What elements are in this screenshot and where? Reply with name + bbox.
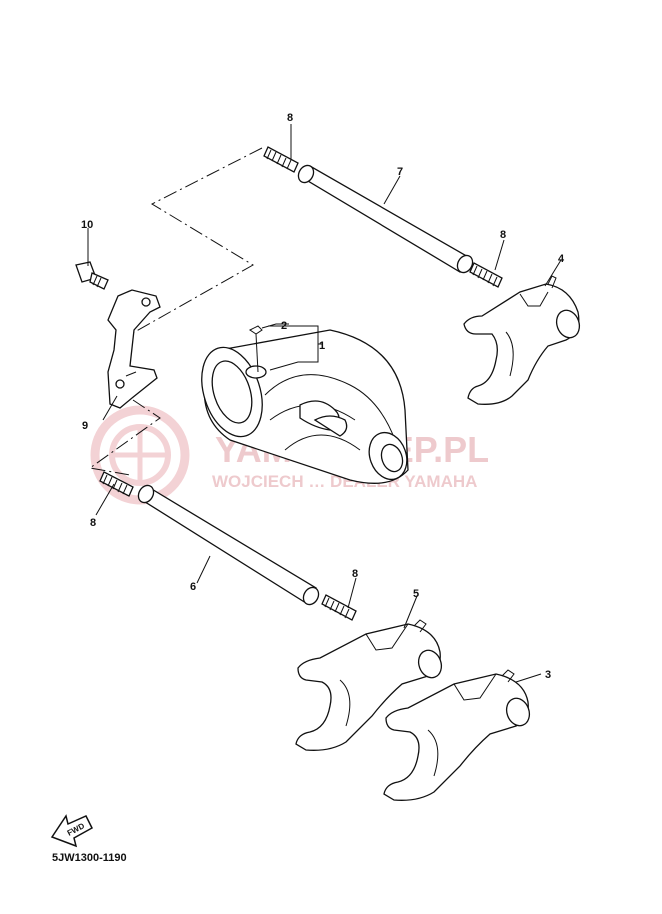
callout-8: 8 — [352, 568, 358, 580]
spring-pin-upper-left — [263, 146, 299, 173]
callout-5: 5 — [413, 588, 419, 600]
callout-3: 3 — [545, 669, 551, 681]
callout-8: 8 — [287, 112, 293, 124]
bolt — [75, 261, 109, 290]
shift-fork-lower — [383, 669, 531, 801]
diagram-code: 5JW1300-1190 — [52, 852, 127, 864]
shift-fork-shaft-upper — [297, 164, 474, 274]
spring-pin-upper-right — [469, 262, 503, 288]
callouts: 8 7 8 4 10 2 1 9 8 6 8 5 3 — [81, 112, 565, 681]
shift-fork-middle — [295, 619, 443, 751]
callout-8: 8 — [500, 229, 506, 241]
callout-7: 7 — [397, 166, 403, 178]
callout-6: 6 — [190, 581, 196, 593]
shift-fork-upper — [463, 275, 581, 405]
stopper-plate — [107, 289, 161, 409]
spring-pin-lower-right — [321, 594, 357, 621]
callout-2: 2 — [281, 320, 287, 332]
shift-fork-shaft-lower — [137, 484, 320, 606]
callout-10: 10 — [81, 219, 93, 231]
spring-pin-lower-left — [99, 471, 134, 497]
callout-9: 9 — [82, 420, 88, 432]
watermark-subline: WOJCIECH … DEALER YAMAHA — [212, 472, 477, 491]
forward-arrow-icon: FWD — [50, 814, 93, 848]
leader-lines — [87, 124, 562, 683]
callout-1: 1 — [319, 340, 325, 352]
watermark-logo — [90, 405, 190, 505]
callout-4: 4 — [558, 253, 565, 265]
assembly-guide-lines — [88, 147, 263, 476]
callout-8: 8 — [90, 517, 96, 529]
shift-drum-assembly — [201, 325, 409, 484]
